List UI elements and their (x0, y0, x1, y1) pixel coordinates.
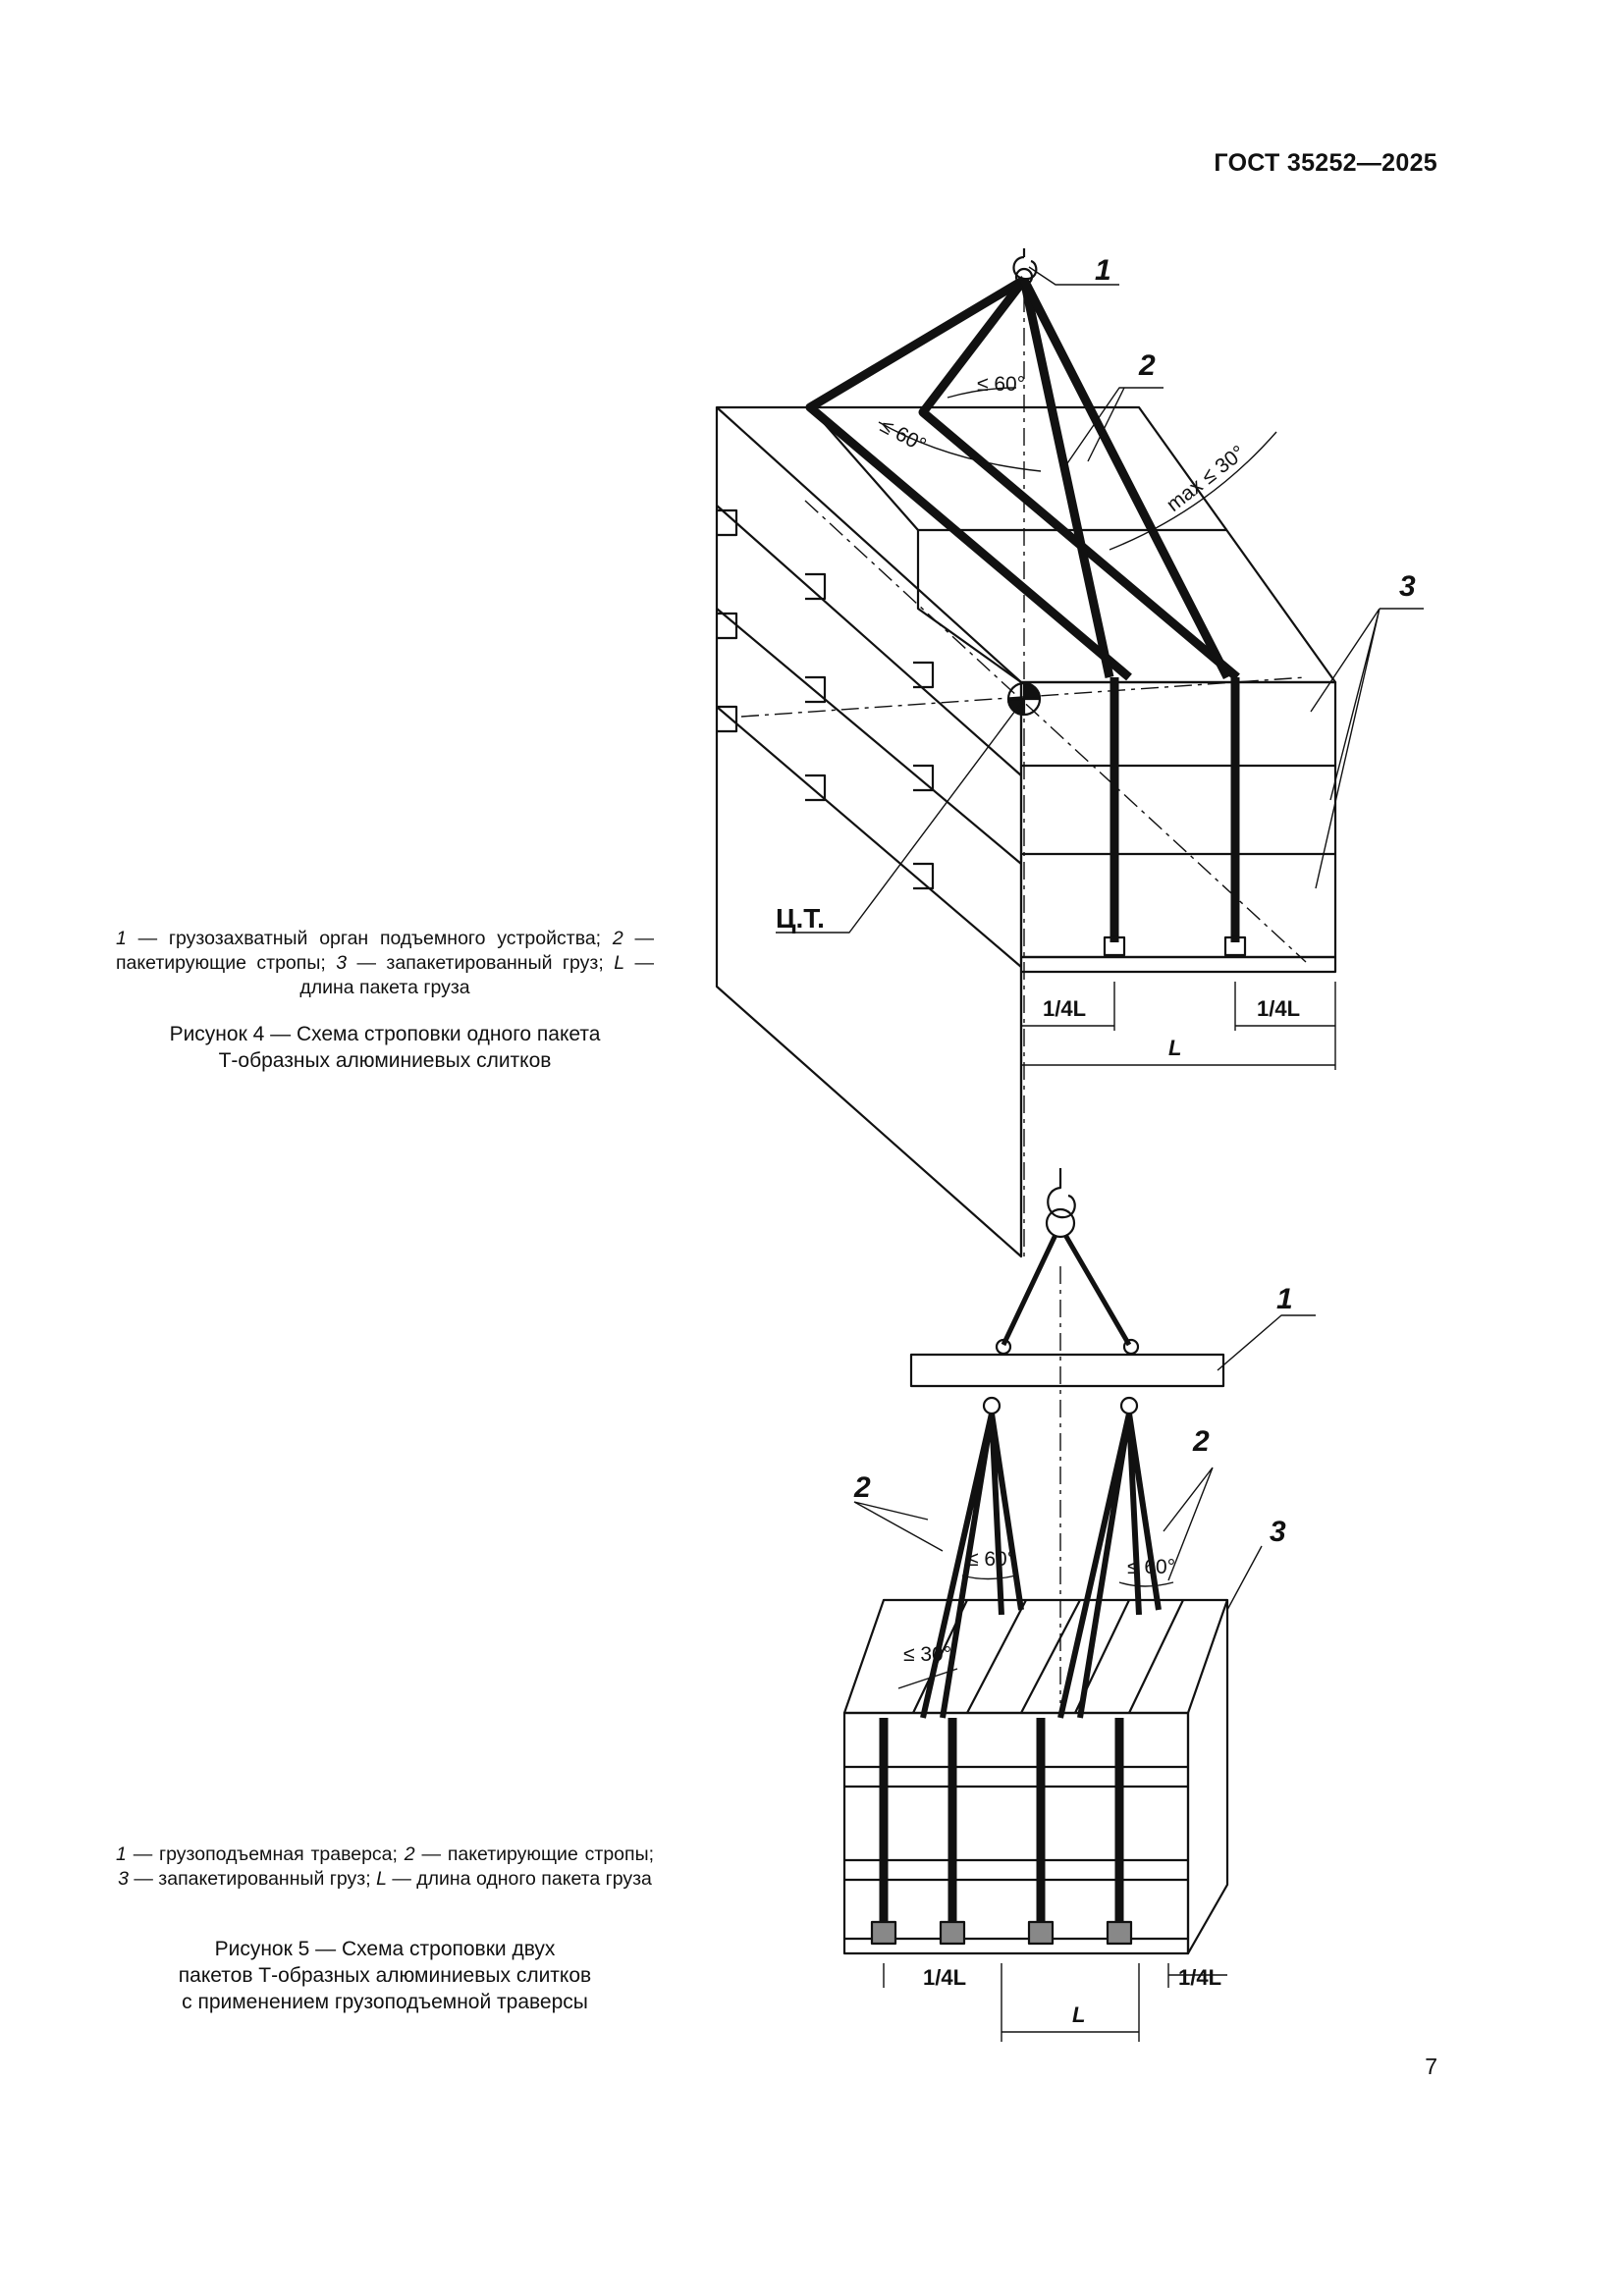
fig4-legend-key-1: 1 (116, 928, 127, 949)
fig4-callout-cg: Ц.Т. (776, 903, 825, 934)
fig5-angle-1: ≤ 60° (967, 1548, 1015, 1571)
fig4-legend-text-3: — запакетированный груз; (347, 952, 615, 974)
fig4-callout-3: 3 (1399, 570, 1416, 603)
fig4-caption: Рисунок 4 — Схема строповки одного пакет… (116, 1021, 654, 1074)
fig5-dim-length: L (1072, 2002, 1085, 2027)
fig5-dim-quarter-right: 1/4L (1178, 1965, 1221, 1990)
fig5-callout-1: 1 (1276, 1283, 1293, 1315)
fig5-caption: Рисунок 5 — Схема строповки двух пакетов… (116, 1936, 654, 2015)
fig5-legend-key-3: 3 (118, 1868, 129, 1890)
fig4-callout-1: 1 (1095, 254, 1111, 287)
fig4-legend: 1 — грузозахватный орган подъемного устр… (116, 927, 654, 1000)
fig5-caption-line1: Рисунок 5 — Схема строповки двух (214, 1938, 556, 1960)
fig4-caption-line2: Т-образных алюминиевых слитков (218, 1049, 552, 1072)
fig5-legend-text-3: — запакетированный груз; (128, 1868, 377, 1890)
fig4-legend-text-1: — грузозахватный орган подъемного устрой… (126, 928, 613, 949)
fig4-legend-text-l: — длина пакета груза (299, 952, 654, 998)
fig5-callout-3: 3 (1270, 1516, 1286, 1548)
fig5-legend-text-1: — грузоподъемная траверса; (126, 1843, 405, 1865)
fig5-legend-key-2: 2 (404, 1843, 415, 1865)
fig4-dim-quarter-right: 1/4L (1257, 996, 1300, 1021)
fig4-legend-key-2: 2 (612, 928, 623, 949)
standard-code: ГОСТ 35252—2025 (1214, 149, 1437, 177)
fig4-dim-length: L (1168, 1036, 1181, 1060)
fig4-legend-key-3: 3 (336, 952, 348, 974)
fig4-caption-line1: Рисунок 4 — Схема строповки одного пакет… (169, 1023, 601, 1045)
fig5-legend-text-2: — пакетирующие стропы; (414, 1843, 655, 1865)
fig5-legend-key-l: L (376, 1868, 387, 1890)
fig5-dim-quarter-left: 1/4L (923, 1965, 966, 1990)
fig4-dim-quarter-left: 1/4L (1043, 996, 1086, 1021)
fig5-legend-text-l: — длина одного пакета груза (386, 1868, 652, 1890)
fig4-angle-1: ≤ 60° (977, 373, 1025, 396)
fig5-legend-key-1: 1 (116, 1843, 127, 1865)
fig4-legend-text-2: — пакетирующие стропы; (116, 928, 655, 974)
fig5-callout-2a: 2 (853, 1471, 871, 1504)
fig4-legend-key-l: L (614, 952, 625, 974)
fig5-caption-line3: с применением грузоподъемной траверсы (182, 1991, 588, 2013)
fig5-callout-2b: 2 (1192, 1425, 1210, 1458)
fig5-caption-line2: пакетов Т-образных алюминиевых слитков (178, 1964, 592, 1987)
fig4-callout-2: 2 (1138, 349, 1156, 382)
fig5-angle-3: ≤ 30° (903, 1643, 951, 1666)
page-number: 7 (1425, 2054, 1437, 2079)
fig5-angle-2: ≤ 60° (1127, 1556, 1175, 1578)
fig5-legend: 1 — грузоподъемная траверса; 2 — пакетир… (116, 1842, 654, 1892)
